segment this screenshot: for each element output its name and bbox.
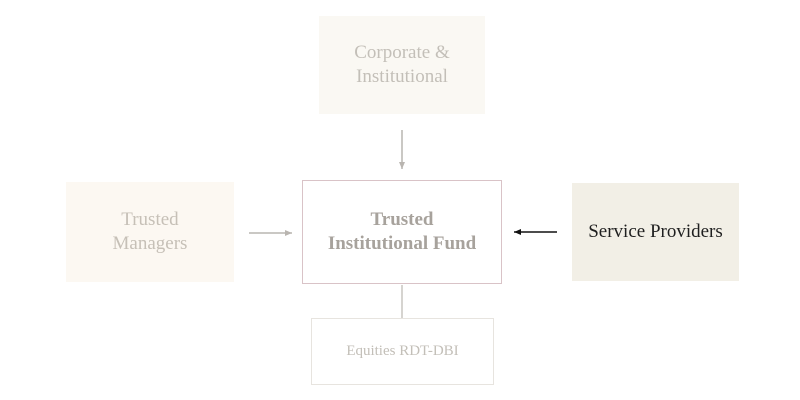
node-service-label: Service Providers [588,220,723,242]
node-corporate-line2: Institutional [356,66,448,87]
node-fund-line1: Trusted [370,208,434,230]
node-managers-line2: Managers [112,233,188,254]
node-trusted-institutional-fund: Trusted Institutional Fund [302,180,502,284]
node-corporate-institutional: Corporate & Institutional [319,16,485,114]
node-equities-rdt-dbi: Equities RDT-DBI [311,318,494,385]
node-fund-line2: Institutional Fund [327,233,477,254]
node-trusted-managers: Trusted Managers [66,182,234,282]
node-corporate-line1: Corporate & [354,41,450,63]
node-managers-line1: Trusted [121,208,179,230]
node-equities-label: Equities RDT-DBI [346,342,459,359]
node-service-providers[interactable]: Service Providers [572,183,739,281]
